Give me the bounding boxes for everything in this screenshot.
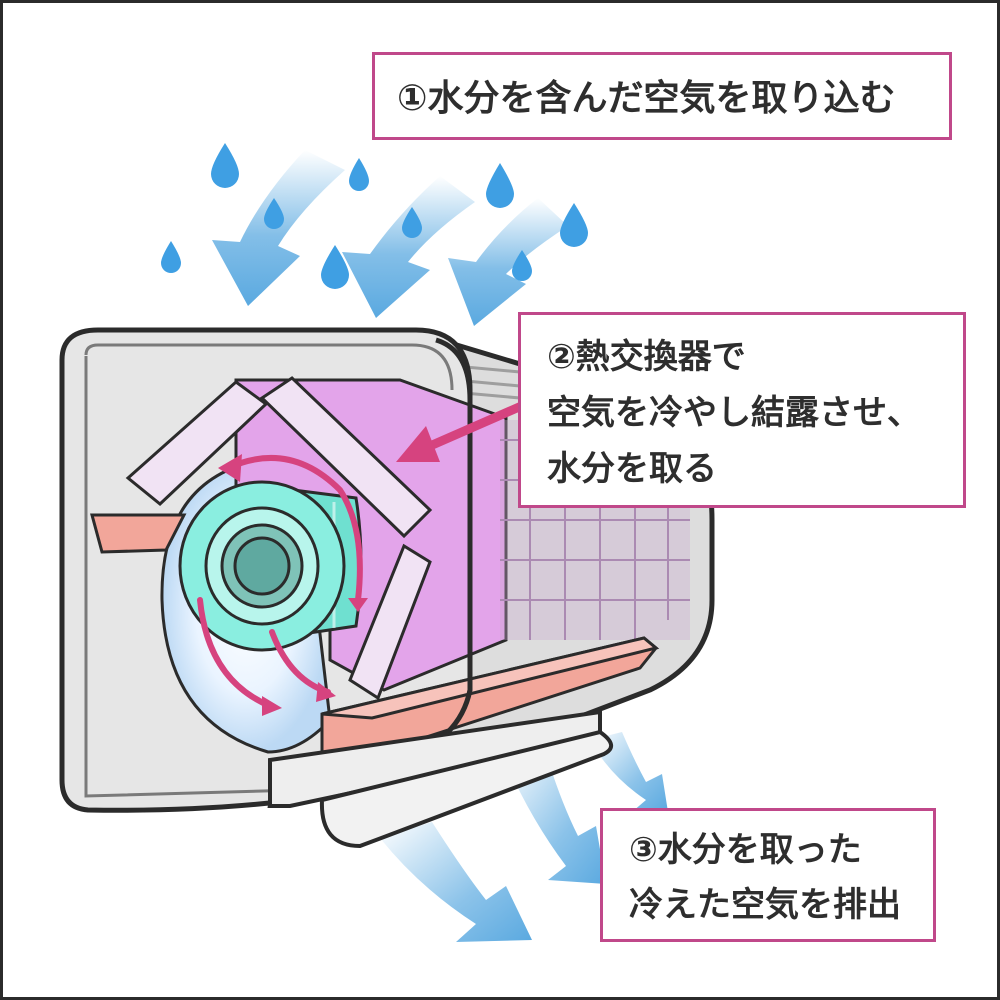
pointer-arrow-icon [396,399,531,462]
air-conditioner-unit [59,327,715,849]
step-3-text-line-2: 冷えた空気を排出 [629,885,901,925]
heat-exchanger-panel-bottom [348,543,432,701]
air-flow-arrow-icon [342,176,475,318]
water-drop-icon [402,207,422,238]
side-panel-floor-line [84,356,301,798]
intake-air-arrows [212,150,568,326]
step-1-text: ①水分を含んだ空気を取り込む [397,78,896,119]
rotation-arrow-icon [225,455,363,603]
drain-pan-left [90,513,187,554]
water-drop-icon [512,250,532,281]
air-flow-arrow-icon [448,198,568,326]
water-drop-icon [486,163,514,208]
heat-exchanger-panel-left [125,380,269,506]
step-2-text-line-1: ②熱交換器で [547,337,746,377]
step-2-label: ②熱交換器で 空気を冷やし結露させ、 水分を取る [518,312,966,508]
water-drop-icon [560,203,588,247]
rotation-arrowheads [218,454,368,716]
step-2-text-line-3: 水分を取る [547,449,717,489]
water-drops [161,143,588,289]
drain-pan-front-top [321,636,660,720]
water-drop-icon [349,158,369,191]
water-drop-icon [211,143,239,188]
step-2-text-line-2: 空気を冷やし結露させ、 [547,393,921,433]
water-drop-icon [321,245,349,289]
step-3-text-line-1: ③水分を取った [629,830,862,870]
fan-drum-core [233,536,291,596]
water-drop-icon [264,198,284,229]
rotation-arrow-icon [197,597,273,709]
air-flow-arrow-icon [212,150,345,306]
side-panel-inner-line [84,343,454,391]
air-flow-arrow-icon [380,822,532,942]
step-3-label: ③水分を取った 冷えた空気を排出 [600,808,936,942]
louver-flap [319,729,613,849]
heat-exchanger-panel-top [259,376,433,539]
water-drop-icon [161,241,181,273]
step-1-label: ①水分を含んだ空気を取り込む [372,52,952,140]
